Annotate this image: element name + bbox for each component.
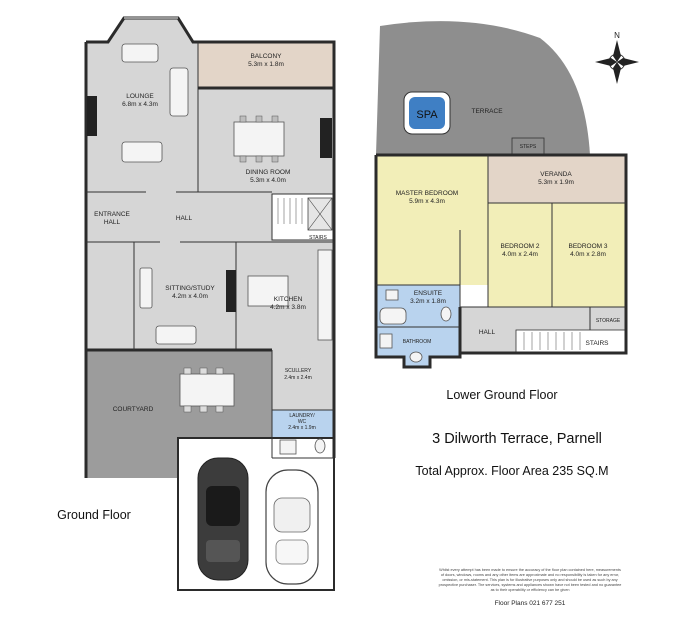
ensuite-label: ENSUITE — [414, 290, 443, 297]
courtyard-label: COURTYARD — [113, 406, 154, 413]
disclaimer-line: omission, or mis-statement. This plan is… — [442, 578, 617, 582]
ground-floor: LOUNGE 6.8m x 4.3m BALCONY 5.3m x 1.8m D… — [84, 16, 336, 591]
veranda-label: VERANDA — [540, 171, 572, 178]
veranda-area — [488, 155, 626, 203]
floor-area: Total Approx. Floor Area 235 SQ.M — [415, 464, 608, 478]
veranda-dims: 5.3m x 1.9m — [538, 179, 574, 186]
bedroom-3-area — [552, 203, 626, 307]
ground-floor-label: Ground Floor — [57, 508, 131, 522]
master-dims: 5.9m x 4.3m — [409, 198, 445, 205]
laundry-dims: 2.4m x 1.9m — [288, 425, 316, 431]
kitchen-label: KITCHEN — [274, 296, 303, 303]
lounge-label: LOUNGE — [126, 93, 154, 100]
entrance-label-2: HALL — [104, 219, 121, 226]
lounge-area — [86, 18, 198, 192]
dining-chairs — [239, 115, 279, 163]
sitting-dims: 4.2m x 4.0m — [172, 293, 208, 300]
compass-north: N — [614, 31, 620, 40]
credit-line: Floor Plans 021 677 251 — [495, 600, 566, 607]
master-bedroom-area — [376, 155, 488, 285]
balcony-dims: 5.3m x 1.8m — [248, 61, 284, 68]
lower-ground-floor: SPA TERRACE STEPS — [374, 21, 628, 369]
stairs-label: STAIRS — [309, 235, 327, 241]
balcony-area — [198, 42, 334, 88]
disclaimer-line: prospective purchaser. The services, sys… — [439, 583, 622, 587]
storage-label: STORAGE — [596, 318, 621, 324]
disclaimer-line: as to their operability or efficiency ca… — [491, 588, 570, 592]
disclaimer-line: of doors, windows, rooms and any other i… — [441, 573, 619, 577]
scullery-label: SCULLERY — [285, 368, 312, 374]
lower-stairs-label: STAIRS — [586, 340, 610, 347]
hall-label: HALL — [176, 215, 193, 222]
bedroom-3-label: BEDROOM 3 — [568, 243, 607, 250]
balcony-label: BALCONY — [250, 53, 282, 60]
laundry-label-2: WC — [298, 419, 307, 425]
lower-hall-label: HALL — [479, 329, 496, 336]
bedroom-3-dims: 4.0m x 2.8m — [570, 251, 606, 258]
steps-label: STEPS — [520, 144, 537, 150]
scullery-dims: 2.4m x 2.4m — [284, 375, 312, 381]
car-light — [265, 469, 319, 585]
lounge-dims: 6.8m x 4.3m — [122, 101, 158, 108]
disclaimer-line: Whilst every attempt has been made to en… — [439, 568, 621, 572]
disclaimer: Whilst every attempt has been made to en… — [439, 568, 622, 592]
bedroom-2-area — [488, 203, 552, 307]
master-label: MASTER BEDROOM — [396, 190, 458, 197]
stair-treads — [277, 198, 303, 224]
entrance-label-1: ENTRANCE — [94, 211, 130, 218]
terrace-label: TERRACE — [471, 108, 503, 115]
bedroom-2-dims: 4.0m x 2.4m — [502, 251, 538, 258]
dining-label: DINING ROOM — [246, 169, 291, 176]
car-dark — [197, 457, 249, 581]
bathroom-label: BATHROOM — [403, 339, 432, 345]
ensuite-dims: 3.2m x 1.8m — [410, 298, 446, 305]
lower-stairs-area — [515, 329, 627, 353]
scullery-area — [272, 350, 334, 410]
bedroom-2-label: BEDROOM 2 — [500, 243, 539, 250]
laundry-label-1: LAUNDRY/ — [289, 413, 315, 419]
terrace-area — [376, 21, 590, 155]
compass-icon: N — [595, 31, 639, 84]
property-address: 3 Dilworth Terrace, Parnell — [432, 431, 602, 447]
spa-label: SPA — [416, 109, 438, 121]
dining-dims: 5.3m x 4.0m — [250, 177, 286, 184]
lower-ground-floor-label: Lower Ground Floor — [446, 388, 557, 402]
kitchen-dims: 4.2m x 3.8m — [270, 304, 306, 311]
sitting-label: SITTING/STUDY — [165, 285, 215, 292]
